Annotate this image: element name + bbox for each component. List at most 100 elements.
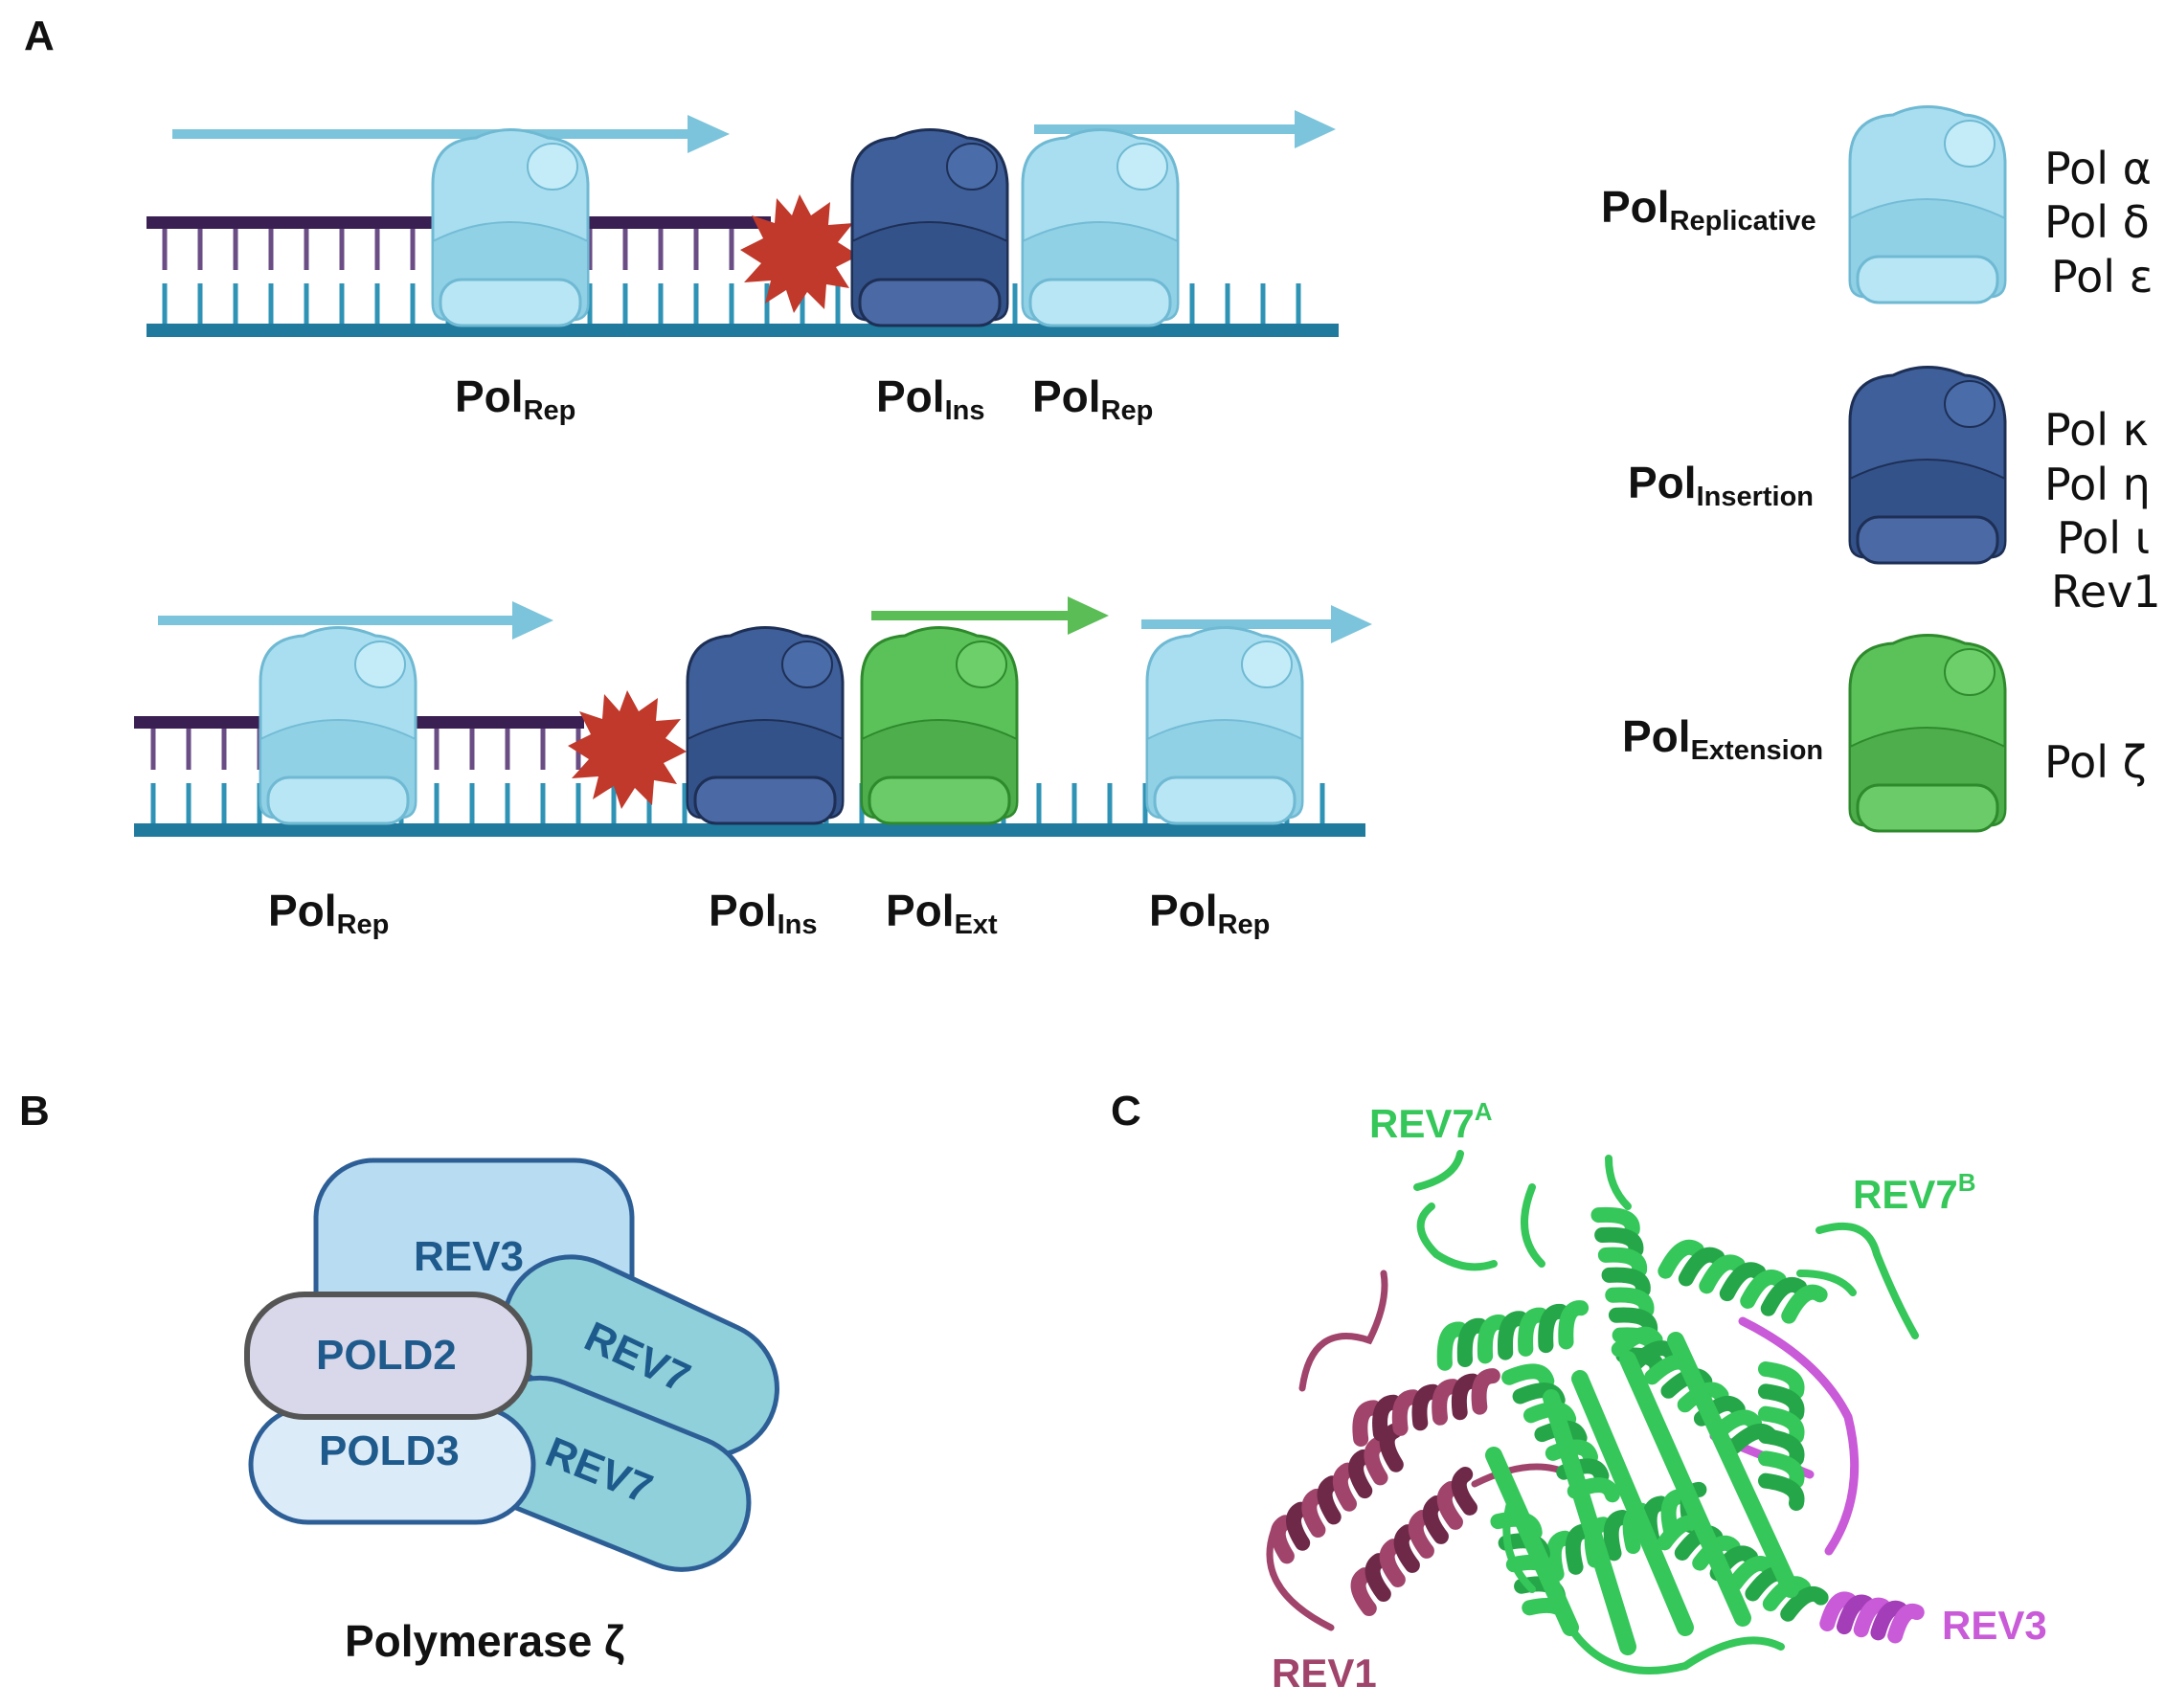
polymerase-replicative-icon — [1021, 128, 1180, 327]
panel-label-a: A — [24, 12, 55, 59]
loop-segment — [1796, 1270, 1857, 1296]
legend-member: Pol η — [2044, 459, 2151, 510]
rev3-label: REV3 — [414, 1233, 524, 1280]
loop-segment — [1502, 1490, 1536, 1593]
helix-segment — [1456, 1317, 1488, 1368]
helix-segment — [1760, 1276, 1808, 1316]
helix-segment — [1781, 1284, 1828, 1324]
helix-segment — [1286, 1501, 1311, 1551]
protein-ribbon — [1266, 1150, 1925, 1674]
helix-segment — [1836, 1594, 1874, 1635]
helix-segment — [1628, 1340, 1680, 1371]
helix-segment — [1758, 1450, 1805, 1489]
helix-segment — [1372, 1394, 1402, 1442]
beta-strand — [1619, 1351, 1751, 1627]
polymerase-replicative-icon — [1145, 626, 1304, 825]
helix-segment — [1332, 1462, 1357, 1512]
helix-segment — [1379, 1423, 1404, 1472]
polymerase-extension-icon — [860, 626, 1019, 825]
rev1-label: REV1 — [1272, 1651, 1377, 1696]
loop-segment — [1416, 1202, 1498, 1271]
legend-member: Pol ι — [2057, 512, 2150, 564]
helix-segment — [1601, 1267, 1651, 1298]
helix-segment — [1545, 1439, 1598, 1465]
rev3-label-structure: REV3 — [1942, 1603, 2047, 1648]
helix-segment — [1408, 1510, 1434, 1559]
rev7a-label: REV7A — [1369, 1097, 1493, 1146]
beta-strand — [1571, 1370, 1694, 1636]
beta-strand — [1667, 1332, 1799, 1598]
loop-segment — [1738, 1316, 1860, 1556]
legend-replicative-icon — [1848, 105, 2007, 304]
helix-segment — [1678, 1247, 1725, 1287]
arrow-icon — [158, 601, 553, 640]
helix-segment — [1605, 1287, 1655, 1318]
pold2-subunit — [244, 1292, 532, 1420]
label-pol-rep: PolRep — [1149, 886, 1270, 940]
helix-segment — [1780, 1585, 1829, 1622]
legend-member: Pol α — [2044, 143, 2152, 194]
helix-segment — [1451, 1373, 1481, 1421]
polymerase-insertion-icon — [850, 128, 1009, 327]
helix-segment — [1758, 1472, 1805, 1511]
helix-segment — [1611, 1326, 1663, 1358]
legend-insertion-icon — [1848, 366, 2007, 565]
helix-segment — [1758, 1428, 1805, 1467]
loop-segment — [1521, 1183, 1545, 1268]
loop-segment — [1605, 1155, 1632, 1210]
helix-segment — [1364, 1436, 1388, 1486]
lesion-icon — [740, 194, 859, 313]
helix-segment — [1270, 1515, 1295, 1564]
loop-segment — [1471, 1463, 1574, 1488]
loop-segment — [1298, 1270, 1388, 1392]
helix-segment — [1391, 1389, 1422, 1436]
helix-segment — [1436, 1321, 1468, 1371]
lesion-icon — [568, 690, 687, 809]
legend-extension-label: PolExtension — [1622, 711, 1823, 766]
helix-segment — [1603, 1509, 1631, 1562]
helix-segment — [1501, 1363, 1555, 1389]
loop-segment — [1815, 1222, 1919, 1339]
helix-segment — [1699, 1254, 1746, 1294]
helix-segment — [1870, 1600, 1908, 1641]
panel-label-c: C — [1111, 1088, 1141, 1135]
loop-segment — [1413, 1150, 1464, 1191]
helix-segment — [1471, 1368, 1500, 1415]
legend-extension-icon — [1848, 634, 2007, 833]
helix-segment — [1350, 1567, 1377, 1616]
helix-segment — [1758, 1383, 1805, 1422]
loop-segment — [1266, 1528, 1335, 1631]
polymerase-insertion-icon — [686, 626, 845, 825]
arrow-icon — [172, 115, 730, 153]
arrow-icon — [1034, 110, 1336, 148]
pold3-label: POLD3 — [319, 1427, 460, 1474]
legend-replicative-label: PolReplicative — [1601, 182, 1816, 236]
helix-segment — [1498, 1311, 1528, 1360]
helix-segment — [1411, 1383, 1441, 1431]
helix-segment — [1422, 1495, 1449, 1544]
arrow-icon — [871, 596, 1109, 635]
helix-segment — [1719, 1262, 1767, 1302]
helix-segment — [1364, 1553, 1391, 1602]
polymerase-replicative-icon — [259, 626, 417, 825]
polymerase-replicative-icon — [431, 128, 590, 327]
pold2-label: POLD2 — [316, 1332, 457, 1379]
label-pol-ext: PolExt — [886, 886, 998, 940]
rev7b-label: REV7B — [1853, 1168, 1976, 1217]
helix-segment — [1317, 1475, 1342, 1525]
helix-segment — [1740, 1270, 1787, 1309]
helix-segment — [1658, 1239, 1704, 1279]
label-pol-rep: PolRep — [455, 371, 575, 426]
label-pol-ins: PolIns — [876, 371, 984, 426]
helix-segment — [1301, 1488, 1326, 1539]
legend-member: Pol ζ — [2044, 736, 2147, 788]
helix-segment — [1853, 1597, 1891, 1638]
helix-segment — [1597, 1247, 1648, 1278]
helix-segment — [1758, 1361, 1805, 1400]
helix-segment — [1758, 1405, 1805, 1444]
dna-strand-row1 — [147, 216, 1339, 337]
helix-segment — [1594, 1226, 1644, 1258]
loop-segment — [1567, 1624, 1785, 1674]
helix-segment — [1887, 1603, 1925, 1644]
